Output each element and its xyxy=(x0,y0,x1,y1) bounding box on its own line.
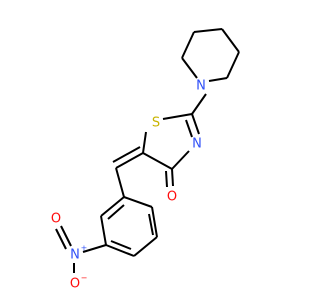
amine-bond xyxy=(191,93,207,115)
benzene-ring xyxy=(100,196,158,257)
bond xyxy=(82,244,107,253)
bond xyxy=(181,57,198,79)
nitro-group xyxy=(55,225,107,273)
bond xyxy=(100,215,107,246)
bond xyxy=(105,244,135,257)
bond xyxy=(226,51,240,79)
bond xyxy=(55,228,67,250)
bond xyxy=(148,213,154,236)
bond xyxy=(181,31,195,59)
bond xyxy=(115,152,144,169)
thiazole-nitrogen-label: N xyxy=(192,137,202,152)
bond xyxy=(165,170,168,188)
bond xyxy=(110,240,132,250)
bond xyxy=(208,77,228,82)
nitro-nitrogen-label: N xyxy=(70,248,80,263)
molecule-structure: N S N O N + O O − xyxy=(51,28,240,292)
bond xyxy=(142,131,147,154)
piperidine-ring xyxy=(181,28,240,82)
bond xyxy=(112,146,141,163)
piperidine-nitrogen-label: N xyxy=(196,79,206,94)
nitro-oxygen-top-label: O xyxy=(51,212,61,227)
thiazole-sulfur-label: S xyxy=(152,116,160,131)
bond xyxy=(185,119,193,138)
bond xyxy=(193,28,223,33)
nitro-nitrogen-charge: + xyxy=(81,244,88,253)
bond xyxy=(191,113,200,135)
bond xyxy=(133,236,158,257)
bond xyxy=(123,196,153,208)
nitro-oxygen-bottom-label: O xyxy=(70,277,80,292)
nitro-oxygen-charge: − xyxy=(81,274,88,283)
bond xyxy=(171,168,174,187)
bond xyxy=(107,204,125,220)
bond xyxy=(100,196,125,217)
bond xyxy=(115,167,125,198)
bond xyxy=(221,28,240,53)
bond xyxy=(191,93,207,115)
exocyclic-alkene xyxy=(112,146,144,169)
bond xyxy=(171,150,190,170)
bond xyxy=(162,113,193,120)
bond xyxy=(142,152,173,170)
bond xyxy=(60,225,72,247)
carbonyl-oxygen-label: O xyxy=(167,190,177,205)
bond xyxy=(151,206,158,238)
carbonyl-bond xyxy=(165,168,174,188)
thiazolone-ring xyxy=(142,113,200,170)
benzylidene-bond xyxy=(115,167,125,198)
